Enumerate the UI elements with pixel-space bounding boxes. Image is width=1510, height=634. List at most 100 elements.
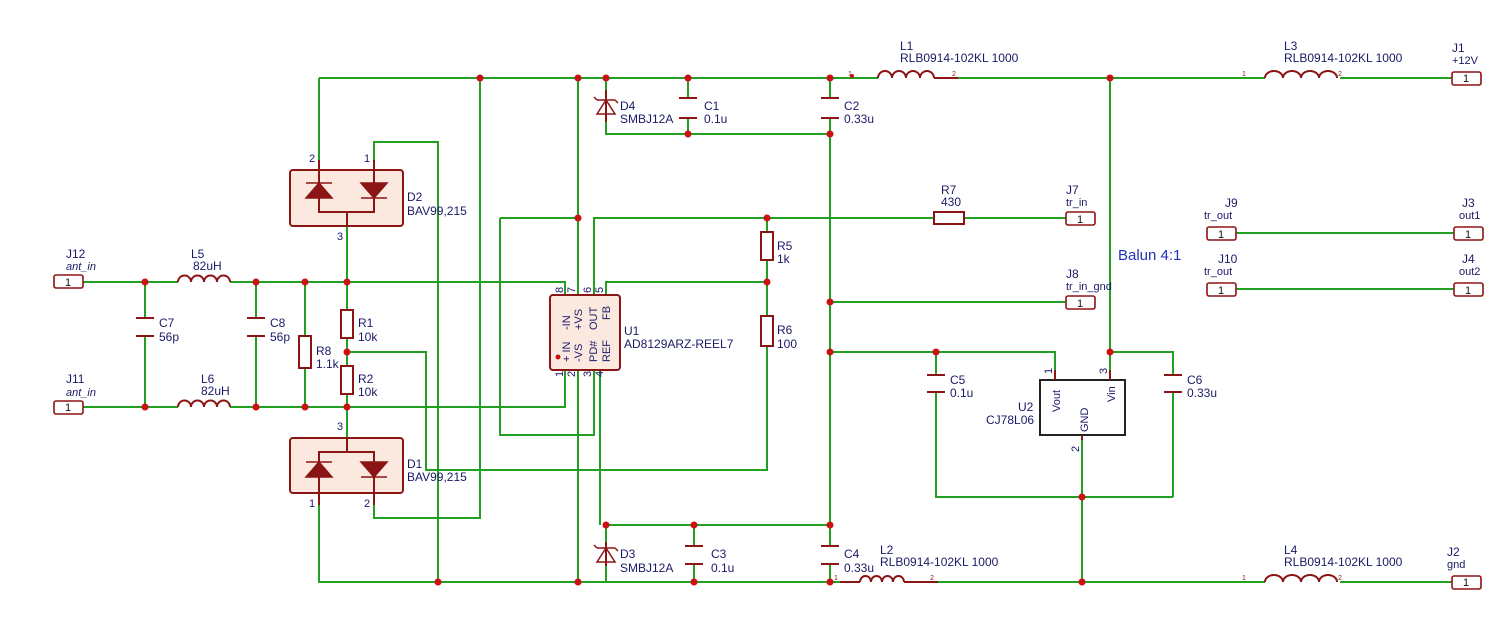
capacitor-c1[interactable]: C1 0.1u — [679, 97, 727, 126]
pin-name: FB — [601, 306, 613, 320]
resistor-r7[interactable]: R7 430 — [933, 183, 965, 225]
component-ref: D1 — [407, 457, 423, 471]
junction-dot — [763, 278, 771, 286]
resistor-r2[interactable]: R2 10k — [340, 365, 378, 399]
component-value: RLB0914-102KL 1000 — [1284, 51, 1403, 65]
inductor-l3[interactable]: 1 2 L3 RLB0914-102KL 1000 — [1242, 39, 1403, 79]
connector-j11[interactable]: 1 J11 ant_in — [53, 372, 96, 415]
connector-j2[interactable]: 1 J2 gnd — [1447, 545, 1482, 590]
connector-j7[interactable]: 1 J7 tr_in — [1065, 183, 1096, 226]
connector-ref: J1 — [1452, 41, 1465, 55]
inductor-l1[interactable]: 1 2 L1 RLB0914-102KL 1000 — [838, 39, 1019, 79]
capacitor-c4[interactable]: C4 0.33u — [821, 545, 874, 575]
dual-diode-d2[interactable]: 2 1 3 D2 BAV99,215 — [289, 153, 467, 243]
capacitor-c7[interactable]: C7 56p — [136, 316, 179, 344]
component-value: 56p — [270, 330, 290, 344]
connector-ref: J8 — [1066, 267, 1079, 281]
component-value: 0.1u — [711, 561, 734, 575]
component-ref: D2 — [407, 190, 423, 204]
junctions — [141, 74, 1114, 586]
component-value: SMBJ12A — [620, 561, 673, 575]
pin-number: 3 — [582, 371, 594, 377]
dual-diode-d1[interactable]: 3 1 2 D1 BAV99,215 — [289, 421, 467, 510]
component-ref: R8 — [316, 344, 332, 358]
pin-number: 2 — [930, 575, 934, 582]
pin-name: PD# — [588, 340, 600, 362]
component-value: 0.33u — [1187, 386, 1217, 400]
component-value: BAV99,215 — [407, 470, 467, 484]
connector-ref: J7 — [1066, 183, 1079, 197]
junction-dot — [252, 403, 260, 411]
capacitor-c8[interactable]: C8 56p — [247, 316, 290, 344]
component-ref: L6 — [201, 372, 215, 386]
capacitor-c6[interactable]: C6 0.33u — [1164, 373, 1217, 400]
resistor-r6[interactable]: R6 100 — [760, 315, 797, 351]
pin-number: 2 — [1338, 575, 1342, 582]
amplifier-u1[interactable]: + IN -VS PD# REF -IN +VS OUT FB 1 2 3 4 … — [549, 287, 734, 377]
component-value: RLB0914-102KL 1000 — [880, 555, 999, 569]
connector-j12[interactable]: 1 J12 ant_in — [53, 247, 96, 289]
component-value: 100 — [777, 337, 797, 351]
inductor-l2[interactable]: 1 2 L2 RLB0914-102KL 1000 — [834, 543, 999, 583]
junction-dot — [343, 278, 351, 286]
pin-number: 1 — [364, 153, 370, 165]
connector-j10[interactable]: 1 J10 tr_out — [1204, 252, 1238, 297]
connector-pin-number: 1 — [1077, 214, 1083, 226]
pin-number: 6 — [582, 287, 594, 293]
inductor-l5[interactable]: L5 82uH — [177, 247, 231, 283]
regulator-u2[interactable]: Vout GND Vin 1 2 3 U2 CJ78L06 — [986, 368, 1126, 452]
component-value: RLB0914-102KL 1000 — [900, 51, 1019, 65]
junction-dot — [684, 130, 692, 138]
pin-number: 2 — [1070, 446, 1082, 452]
pin-number: 1 — [834, 575, 838, 582]
pin-name: Vout — [1051, 390, 1063, 412]
component-ref: C5 — [950, 373, 966, 387]
component-value: 1k — [777, 252, 791, 266]
inductor-l4[interactable]: 1 2 L4 RLB0914-102KL 1000 — [1242, 543, 1403, 583]
pin-name: -IN — [561, 315, 573, 330]
capacitor-c2[interactable]: C2 0.33u — [821, 97, 874, 126]
junction-dot — [826, 298, 834, 306]
component-ref: L5 — [191, 247, 205, 261]
component-ref: U1 — [624, 324, 640, 338]
junction-dot — [690, 521, 698, 529]
pin-number: 2 — [566, 371, 578, 377]
pin-number: 7 — [566, 287, 578, 293]
component-ref: U2 — [1018, 400, 1034, 414]
component-value: 0.33u — [844, 112, 874, 126]
connector-ref: J12 — [66, 247, 86, 261]
pin-number: 2 — [1338, 71, 1342, 78]
resistor-r1[interactable]: R1 10k — [340, 309, 378, 344]
inductor-l6[interactable]: L6 82uH — [177, 372, 231, 408]
capacitor-c5[interactable]: C5 0.1u — [927, 373, 973, 400]
capacitor-c3[interactable]: C3 0.1u — [685, 545, 734, 575]
connector-j9[interactable]: 1 J9 tr_out — [1204, 196, 1238, 241]
component-value: 10k — [358, 385, 378, 399]
connector-j1[interactable]: 1 J1 +12V — [1451, 41, 1482, 86]
junction-dot — [1106, 348, 1114, 356]
pin-number: 1 — [1043, 368, 1055, 374]
connector-label: tr_in — [1066, 197, 1087, 209]
component-value: RLB0914-102KL 1000 — [1284, 555, 1403, 569]
connector-j4[interactable]: 1 J4 out2 — [1453, 252, 1484, 297]
junction-dot — [343, 348, 351, 356]
connector-label: tr_out — [1204, 210, 1232, 222]
component-value: CJ78L06 — [986, 413, 1034, 427]
component-ref: L3 — [1284, 39, 1298, 53]
junction-dot — [826, 130, 834, 138]
junction-dot — [690, 578, 698, 586]
tvs-diode-d4[interactable]: D4 SMBJ12A — [593, 90, 673, 126]
junction-dot — [1078, 578, 1086, 586]
connector-j3[interactable]: 1 J3 out1 — [1453, 196, 1484, 241]
junction-dot — [826, 521, 834, 529]
pin-number: 2 — [364, 498, 370, 510]
connector-label: gnd — [1447, 559, 1465, 571]
resistor-r8[interactable]: R8 1.1k — [298, 335, 340, 371]
tvs-diode-d3[interactable]: D3 SMBJ12A — [593, 542, 673, 575]
component-value: 430 — [941, 195, 961, 209]
junction-dot — [141, 278, 149, 286]
resistor-r5[interactable]: R5 1k — [760, 231, 793, 266]
connector-j8[interactable]: 1 J8 tr_in_gnd — [1065, 267, 1112, 310]
connector-ref: J11 — [66, 372, 85, 386]
